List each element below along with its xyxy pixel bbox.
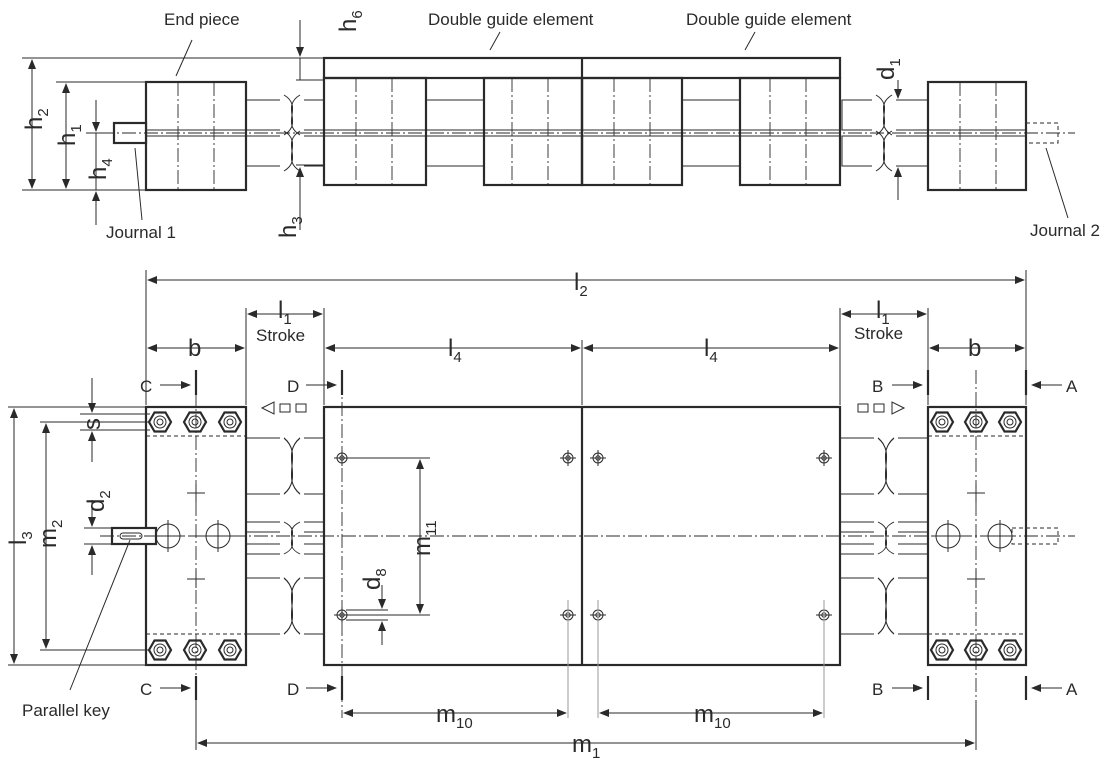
section-c-bottom: C (140, 680, 152, 699)
section-b-top: B (872, 377, 883, 396)
dim-l1-left: l1 (278, 297, 292, 328)
section-d-bottom: D (287, 680, 299, 699)
dim-l4-left: l4 (448, 335, 462, 366)
dim-l3: l3 (5, 531, 36, 545)
dim-m10-left: m10 (436, 701, 473, 732)
end-piece-left-side (112, 80, 248, 192)
stroke-direction-right (857, 401, 906, 415)
svg-text:d1: d1 (873, 58, 904, 80)
dim-m11: m11 (409, 520, 440, 556)
top-view (8, 270, 1075, 750)
text-labels: End piece Double guide element Double gu… (5, 10, 1100, 762)
dim-h1: h1 (54, 124, 85, 146)
label-stroke-left: Stroke (256, 326, 305, 345)
label-double-guide-1: Double guide element (428, 10, 594, 29)
dim-m10-right: m10 (694, 701, 731, 732)
label-end-piece: End piece (164, 10, 240, 29)
end-piece-right-side (926, 80, 1059, 192)
dim-h6: h6 (335, 10, 366, 32)
label-journal-2: Journal 2 (1030, 221, 1100, 240)
dim-l2: l2 (574, 269, 588, 300)
dim-l4-right: l4 (704, 335, 718, 366)
dim-b-right: b (968, 335, 981, 362)
svg-text:h6: h6 (335, 10, 366, 32)
section-a-bottom: A (1066, 680, 1078, 699)
label-stroke-right: Stroke (854, 324, 903, 343)
stroke-direction-left (260, 401, 307, 415)
svg-text:d8: d8 (359, 568, 390, 590)
top-dimensions (8, 270, 1027, 750)
svg-text:s: s (79, 418, 106, 430)
svg-text:h4: h4 (85, 158, 116, 180)
dim-h4: h4 (85, 158, 116, 180)
svg-text:h2: h2 (21, 108, 52, 130)
dim-b-left: b (188, 335, 201, 362)
guide-blocks-side (322, 76, 842, 187)
dim-h3: h3 (275, 216, 306, 238)
label-parallel-key: Parallel key (22, 701, 110, 720)
svg-text:h3: h3 (275, 216, 306, 238)
dim-s: s (79, 418, 106, 430)
dim-d8: d8 (359, 568, 390, 590)
svg-text:h1: h1 (54, 124, 85, 146)
dim-m2: m2 (35, 520, 66, 548)
side-dimensions (22, 20, 902, 230)
section-c-top: C (140, 377, 152, 396)
dim-m1: m1 (572, 731, 600, 762)
dim-d2: d2 (83, 490, 114, 512)
section-a-top: A (1066, 377, 1078, 396)
svg-text:m11: m11 (409, 520, 440, 556)
svg-text:l3: l3 (5, 531, 36, 545)
section-d-top: D (287, 377, 299, 396)
svg-text:m2: m2 (35, 520, 66, 548)
svg-text:d2: d2 (83, 490, 114, 512)
dim-d1: d1 (873, 58, 904, 80)
section-b-bottom: B (872, 680, 883, 699)
dim-l1-right: l1 (876, 297, 890, 328)
label-journal-1: Journal 1 (106, 223, 176, 242)
dim-h2: h2 (21, 108, 52, 130)
side-view (22, 20, 1075, 230)
label-double-guide-2: Double guide element (686, 10, 852, 29)
